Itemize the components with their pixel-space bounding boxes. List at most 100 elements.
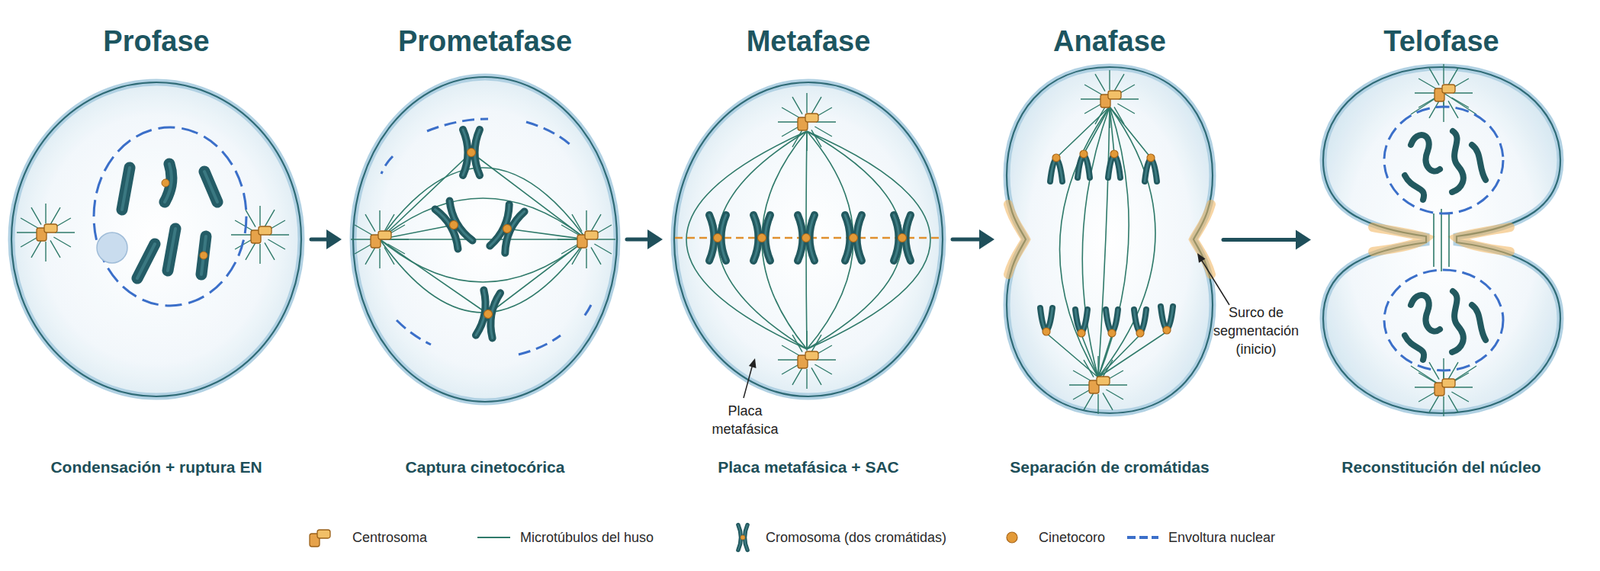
stage-caption: Reconstitución del núcleo <box>1199 456 1600 479</box>
callout-label: Surco de segmentación (inicio) <box>1210 303 1302 359</box>
stage-arrow <box>952 229 995 250</box>
stage-title: Telofase <box>1199 22 1600 60</box>
metaphase-art <box>743 361 754 399</box>
telophase-art <box>1414 64 1473 123</box>
prophase-art <box>250 226 272 244</box>
cell-membrane <box>353 77 617 402</box>
metaphase-art <box>686 131 931 350</box>
legend-icons <box>738 525 748 551</box>
arrow-head <box>647 229 663 250</box>
cell-membrane-glow <box>1323 67 1561 414</box>
stage-caption: Placa metafásica + SAC <box>551 456 1066 479</box>
anaphase-art <box>1046 106 1167 378</box>
cell-membrane <box>674 82 943 397</box>
legend-icons <box>309 530 331 547</box>
stage-title: Anafase <box>883 22 1337 60</box>
cell-membrane <box>1323 67 1561 414</box>
telophase-art <box>1434 379 1456 396</box>
cell-membrane-glow <box>1006 67 1213 414</box>
anaphase-art <box>1108 150 1121 178</box>
cell-membrane-glow <box>674 82 943 397</box>
anaphase-art <box>1080 70 1139 129</box>
legend-icons <box>1006 532 1018 543</box>
metaphase-art <box>777 93 836 152</box>
arrow-shaft <box>311 237 331 242</box>
prometaphase-art <box>434 201 473 250</box>
phase-cell: PrometafaseCaptura cinetocórica <box>352 76 618 403</box>
stage-caption: Separación de cromátidas <box>883 456 1337 479</box>
cell-outline <box>673 81 944 398</box>
phase-cell: TelofaseReconstitución del núcleo <box>1321 66 1562 414</box>
stage-title: Prometafase <box>230 22 740 60</box>
prometaphase-art <box>381 118 592 355</box>
legend-text: Envoltura nuclear <box>1168 528 1276 547</box>
metaphase-art <box>709 215 727 261</box>
arrow-shaft <box>1223 237 1301 242</box>
prometaphase-art <box>462 129 480 176</box>
telophase-art <box>1404 131 1486 200</box>
anaphase-art <box>1100 90 1122 108</box>
telophase-art <box>1404 291 1486 360</box>
arrow-head <box>1295 230 1311 251</box>
stage-title: Profase <box>0 22 425 60</box>
prophase-art <box>122 163 218 279</box>
metaphase-art <box>844 215 862 261</box>
anaphase-art <box>1060 106 1156 378</box>
anaphase-art <box>1008 204 1212 275</box>
metaphase-art <box>753 215 771 261</box>
legend-icons <box>309 525 1159 551</box>
anaphase-art <box>1050 154 1063 182</box>
anaphase-art <box>1160 306 1173 335</box>
anaphase-art <box>1197 253 1206 264</box>
stage-arrow <box>311 229 342 250</box>
telophase-art <box>1372 227 1511 252</box>
cell-outline <box>1005 66 1215 414</box>
prometaphase-art <box>475 290 501 339</box>
anaphase-art <box>1077 150 1090 178</box>
anaphase-art <box>1069 356 1128 415</box>
metaphase-art <box>674 93 943 399</box>
prophase-art <box>36 224 58 241</box>
prometaphase-art <box>350 118 616 355</box>
prophase-art <box>16 203 75 262</box>
legend-icons <box>1127 536 1159 540</box>
telophase-art <box>1433 208 1449 272</box>
arrow-head <box>979 229 995 250</box>
arrow-shaft <box>952 237 984 242</box>
phase-cell: MetafasePlaca metafásica + SAC <box>673 81 944 398</box>
telophase-art <box>1372 64 1511 417</box>
arrow-head <box>326 229 342 250</box>
telophase-art <box>1410 93 1477 388</box>
metaphase-art <box>797 113 819 131</box>
prophase-art <box>96 232 128 264</box>
anaphase-art <box>1134 309 1147 338</box>
legend-text: Cinetocoro <box>1038 528 1106 547</box>
arrow-shaft <box>626 237 653 242</box>
anaphase-art <box>1008 70 1230 415</box>
cell-outline <box>1321 66 1562 414</box>
metaphase-art <box>893 215 911 261</box>
anaphase-art <box>1040 308 1053 336</box>
prometaphase-art <box>370 231 392 248</box>
metaphase-art <box>797 215 815 261</box>
cell-membrane <box>1006 67 1213 414</box>
stage-caption: Condensación + ruptura EN <box>0 456 425 479</box>
prometaphase-art <box>379 152 587 315</box>
prometaphase-art <box>350 210 409 269</box>
legend-text: Cromosoma (dos cromátidas) <box>765 528 947 547</box>
cell-outline <box>10 81 303 398</box>
prophase-art <box>231 205 290 264</box>
prophase-art <box>122 163 218 279</box>
metaphase-art <box>748 358 757 369</box>
stage-caption: Captura cinetocórica <box>230 456 740 479</box>
phase-cell: AnafaseSeparación de cromátidas <box>1005 66 1215 414</box>
anaphase-art <box>1144 154 1157 182</box>
cell-outline <box>352 76 618 403</box>
anaphase-art <box>1089 376 1110 394</box>
prophase-art <box>16 127 290 306</box>
prometaphase-art <box>577 231 598 248</box>
prometaphase-art <box>489 204 524 254</box>
prophase-art <box>199 251 208 260</box>
telophase-art <box>1384 269 1504 371</box>
